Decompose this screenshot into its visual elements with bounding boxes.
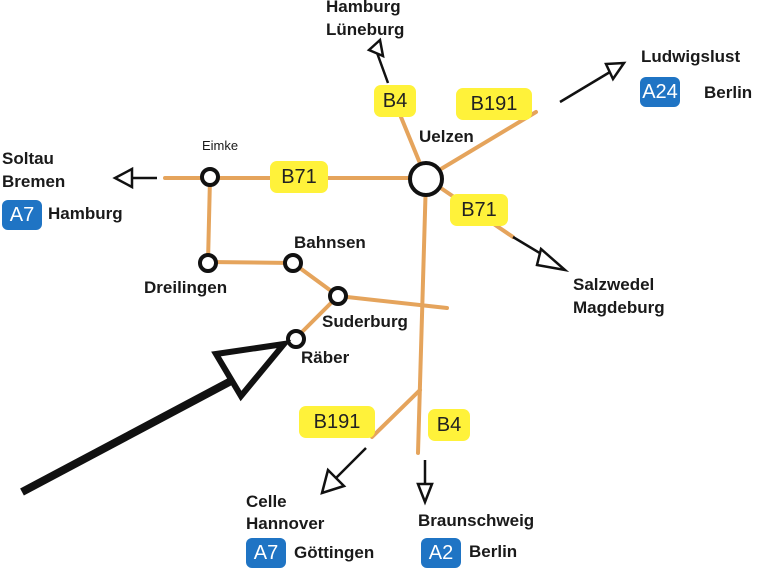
destination-label-soltau: Soltau: [2, 149, 54, 168]
destination-label-lueneburg: Lüneburg: [326, 20, 405, 39]
arrow-icon-north: [366, 37, 390, 84]
destination-label-ludwigslust: Ludwigslust: [641, 47, 741, 66]
destination-label-celle: Celle: [246, 492, 287, 511]
destination-label-magdeburg: Magdeburg: [573, 298, 665, 317]
road-dreilingen-bahnsen: [206, 260, 295, 265]
road-b191-south: [370, 388, 422, 439]
destination-label-salzwedel: Salzwedel: [573, 275, 655, 294]
destination-label-hamburg-a7: Hamburg: [48, 204, 123, 223]
road-eimke-dreilingen: [206, 176, 212, 264]
road-badge-b71-east: B71: [450, 194, 508, 226]
place-label-suderburg: Suderburg: [322, 312, 408, 331]
road-badge-b191-north: B191: [456, 88, 532, 120]
arrow-icon-southeast: [512, 235, 570, 273]
motorway-badge-a7-south: A7: [246, 538, 286, 568]
motorway-badge-a24: A24: [640, 77, 680, 107]
node-uelzen: [408, 161, 444, 197]
road-b4-south: [416, 176, 428, 455]
node-suderburg: [328, 286, 348, 306]
node-raeber: [286, 329, 306, 349]
place-label-eimke: Eimke: [202, 138, 239, 153]
road-badge-b71-west: B71: [270, 161, 328, 193]
destination-label-goettingen: Göttingen: [294, 543, 375, 562]
arrow-icon-west: [112, 166, 157, 190]
motorway-badge-a7-west: A7: [2, 200, 42, 230]
arrow-icon-northeast: [559, 61, 627, 104]
arrow-icon-southwest: [320, 447, 367, 495]
road-badge-b4-north: B4: [374, 85, 416, 117]
node-bahnsen: [283, 253, 303, 273]
place-label-raeber: Räber: [301, 348, 350, 367]
big-arrow-pointer-icon: [20, 339, 292, 496]
road-b191-north: [424, 110, 538, 180]
destination-label-berlin-a2: Berlin: [469, 542, 518, 561]
destination-label-hamburg-north: Hamburg: [326, 0, 401, 16]
place-label-bahnsen: Bahnsen: [294, 233, 366, 252]
node-eimke: [200, 167, 220, 187]
road-suderburg-east: [336, 294, 449, 310]
node-dreilingen: [198, 253, 218, 273]
destination-label-hannover: Hannover: [246, 514, 325, 533]
destination-label-berlin-a24: Berlin: [704, 83, 753, 102]
road-badge-b4-south: B4: [428, 409, 470, 441]
arrow-icon-south: [416, 460, 434, 506]
motorway-badge-a2: A2: [421, 538, 461, 568]
road-badge-b191-south: B191: [299, 406, 375, 438]
place-label-dreilingen: Dreilingen: [144, 278, 228, 297]
place-label-uelzen: Uelzen: [419, 127, 474, 146]
destination-label-bremen: Bremen: [2, 172, 66, 191]
destination-label-braunschweig: Braunschweig: [418, 511, 535, 530]
